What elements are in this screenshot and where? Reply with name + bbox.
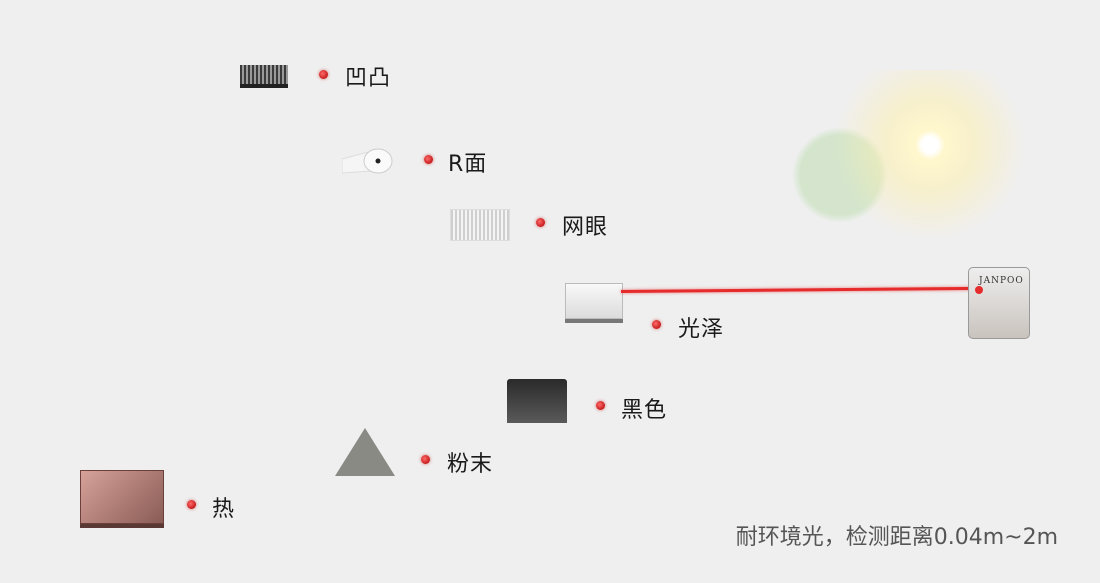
bumpy-dot xyxy=(319,70,328,79)
sensor-brand-label: JANPOO xyxy=(979,276,1024,286)
black-sample-icon xyxy=(507,379,567,423)
r-surface-dot xyxy=(424,155,433,164)
bumpy-surface-sample-icon xyxy=(240,65,288,88)
powder-cone-icon xyxy=(335,428,395,476)
mesh-sample-icon xyxy=(450,209,510,241)
gloss-dot xyxy=(652,320,661,329)
mesh-dot xyxy=(536,218,545,227)
black-label: 黑色 xyxy=(621,398,668,423)
mesh-label: 网眼 xyxy=(562,215,609,240)
heat-label: 热 xyxy=(212,497,236,522)
sensor-lens-icon xyxy=(975,286,983,294)
powder-dot xyxy=(421,455,430,464)
bumpy-label: 凹凸 xyxy=(345,66,392,91)
r-surface-label: R面 xyxy=(448,152,488,177)
black-dot xyxy=(596,401,605,410)
ambient-light-glare xyxy=(790,70,1050,250)
powder-label: 粉末 xyxy=(447,452,494,477)
r-surface-roll-icon xyxy=(342,148,393,174)
heat-block-icon xyxy=(80,470,164,524)
feature-caption: 耐环境光，检测距离0.04m~2m xyxy=(735,525,1058,550)
heat-dot xyxy=(187,500,196,509)
gloss-label: 光泽 xyxy=(678,317,725,342)
gloss-sample-icon xyxy=(565,283,623,319)
laser-beam xyxy=(620,286,981,293)
laser-sensor: JANPOO xyxy=(968,267,1030,339)
